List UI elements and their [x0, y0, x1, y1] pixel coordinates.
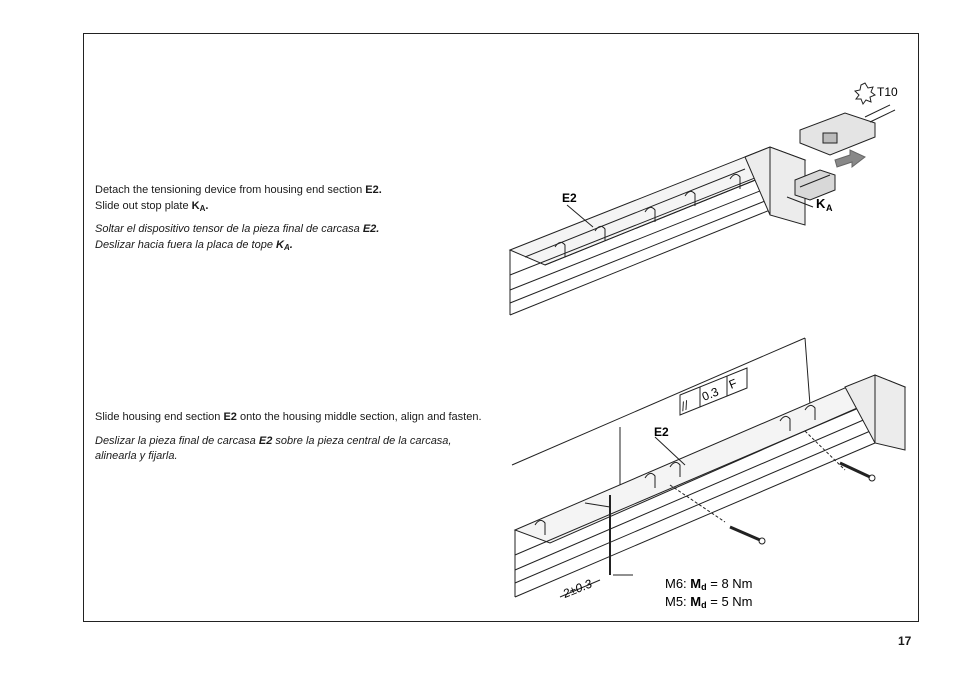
- step1-en-line2-sub: A: [199, 203, 206, 213]
- step1-es-line2: Deslizar hacia fuera la placa de tope: [95, 238, 276, 251]
- torx-icon: [853, 82, 877, 106]
- tol-datum: F: [727, 376, 739, 392]
- step2-es-pre: Deslizar la pieza final de carcasa: [95, 434, 259, 447]
- torque-m6: M6: Md = 8 Nm: [665, 576, 753, 592]
- step2-es: Deslizar la pieza final de carcasa E2 so…: [95, 434, 495, 465]
- fig1-label-k: K: [816, 196, 826, 211]
- step2-es-bold: E2: [258, 434, 273, 447]
- dimension-label: 2±0.3: [560, 576, 594, 601]
- tol-value: 0.3: [700, 384, 721, 403]
- step1-en-line1: Detach the tensioning device from housin…: [95, 184, 366, 196]
- torque-m5-value: = 5 Nm: [707, 594, 753, 609]
- step2-es-post: sobre la pieza central de la carcasa, al…: [95, 434, 452, 463]
- fig2-label-e2: E2: [654, 425, 669, 439]
- fig1-slide-arrow: [834, 149, 866, 169]
- step1-es-line1: Soltar el dispositivo tensor de la pieza…: [95, 223, 363, 235]
- step1-es-line2-post: .: [289, 238, 293, 251]
- step2-en: Slide housing end section E2 onto the ho…: [95, 410, 495, 426]
- figure1-housing-diagram: T10 E2 K A: [508, 82, 898, 316]
- step1-en-line2-bold: K: [191, 199, 200, 212]
- step1-es-line2-sub: A: [283, 242, 290, 252]
- step1-en-line2: Slide out stop plate: [95, 199, 192, 212]
- step1-en-line1-bold: E2.: [365, 184, 382, 196]
- torque-m6-value: = 8 Nm: [707, 576, 753, 591]
- step2-en-bold: E2: [223, 411, 237, 423]
- torque-m5-sub: d: [701, 600, 707, 610]
- step1-en-line2-post: .: [205, 199, 209, 212]
- step2-en-pre: Slide housing end section: [95, 411, 224, 423]
- fig1-label-e2: E2: [562, 191, 577, 205]
- step1-es-line1-bold: E2.: [362, 223, 380, 235]
- torque-m6-pre: M6:: [665, 576, 690, 591]
- step2-instructions: Slide housing end section E2 onto the ho…: [95, 410, 495, 465]
- step2-en-post: onto the housing middle section, align a…: [236, 411, 482, 423]
- step1-es: Soltar el dispositivo tensor de la pieza…: [95, 222, 495, 253]
- page-number: 17: [898, 634, 912, 648]
- torque-m5-pre: M5:: [665, 594, 690, 609]
- torque-m5-symbol: M: [690, 594, 701, 609]
- torque-m6-sub: d: [701, 582, 707, 592]
- figure2-assembly-diagram: E2 // 0.3 F 2±0.3 M6: Md = 8 Nm M5: Md =…: [511, 337, 907, 610]
- tool-label-t10: T10: [877, 85, 898, 99]
- torque-m5: M5: Md = 5 Nm: [665, 594, 753, 610]
- page-frame: [83, 33, 919, 622]
- step1-instructions: Detach the tensioning device from housin…: [95, 183, 495, 253]
- torque-m6-symbol: M: [690, 576, 701, 591]
- step1-es-line2-bold: K: [276, 238, 284, 251]
- fig1-label-k-sub: A: [826, 203, 833, 213]
- tolerance-frame: [679, 367, 748, 416]
- step1-en: Detach the tensioning device from housin…: [95, 183, 495, 214]
